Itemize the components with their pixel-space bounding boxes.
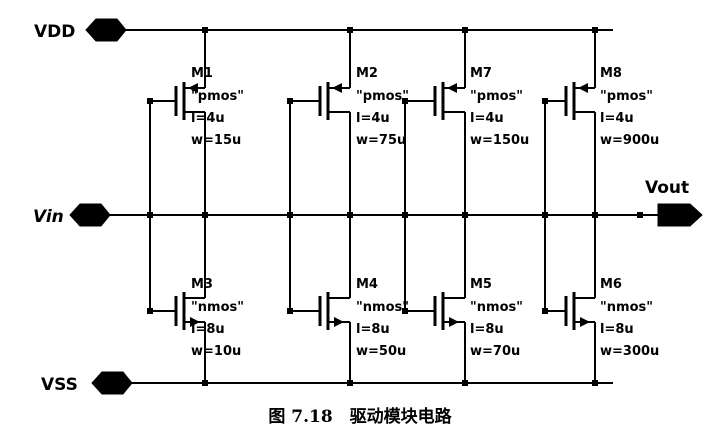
junction-dot: [202, 27, 208, 33]
junction-dot: [402, 98, 408, 104]
port-vss: VSS: [41, 371, 133, 395]
junction-dot: [202, 380, 208, 386]
junction-dot: [147, 212, 153, 218]
transistor-length: l=4u: [600, 111, 634, 126]
junction-dot: [542, 98, 548, 104]
transistor-m2: M2 "pmos" l=4u w=75u: [290, 30, 409, 215]
junction-dot: [592, 27, 598, 33]
transistor-length: l=4u: [191, 111, 225, 126]
port-vin: Vin: [33, 203, 111, 227]
vin-label: Vin: [33, 207, 64, 227]
transistor-name: M2: [356, 66, 378, 81]
nmos-arrow-icon: [580, 317, 590, 327]
transistor-width: w=50u: [356, 344, 406, 359]
transistor-width: w=75u: [356, 133, 406, 148]
junction-dot: [202, 212, 208, 218]
transistor-m7: M7 "pmos" l=4u w=150u: [405, 30, 529, 215]
junction-dot: [287, 308, 293, 314]
junction-dot: [462, 27, 468, 33]
junction-dot: [347, 380, 353, 386]
vout-label: Vout: [645, 178, 689, 198]
transistor-m6: M6 "nmos" l=8u w=300u: [545, 215, 659, 383]
transistor-width: w=900u: [600, 133, 659, 148]
junction-dot: [287, 212, 293, 218]
pmos-arrow-icon: [188, 83, 198, 93]
transistor-width: w=70u: [470, 344, 520, 359]
transistor-name: M5: [470, 277, 492, 292]
transistor-name: M8: [600, 66, 622, 81]
vin-port-icon: [69, 203, 111, 227]
vdd-label: VDD: [34, 22, 75, 42]
junction-dot: [347, 27, 353, 33]
transistor-m1: M1 "pmos" l=4u w=15u: [150, 30, 244, 215]
transistor-length: l=8u: [191, 322, 225, 337]
vss-port-icon: [91, 371, 133, 395]
junction-dot: [462, 380, 468, 386]
junction-dot: [402, 212, 408, 218]
figure-caption: 图 7.18 驱动模块电路: [268, 406, 452, 427]
transistor-name: M7: [470, 66, 492, 81]
gate-lines: [149, 101, 546, 311]
transistor-name: M3: [191, 277, 213, 292]
transistor-model: "nmos": [470, 300, 523, 315]
transistor-model: "nmos": [191, 300, 244, 315]
transistor-model: "pmos": [191, 89, 244, 104]
junction-dot: [462, 212, 468, 218]
transistor-length: l=4u: [470, 111, 504, 126]
transistor-model: "pmos": [356, 89, 409, 104]
vss-label: VSS: [41, 375, 78, 395]
transistor-width: w=300u: [600, 344, 659, 359]
junction-dot: [542, 308, 548, 314]
nmos-arrow-icon: [190, 317, 200, 327]
port-vdd: VDD: [34, 18, 127, 42]
transistor-model: "pmos": [600, 89, 653, 104]
junction-dot: [592, 212, 598, 218]
vdd-port-icon: [85, 18, 127, 42]
transistor-m8: M8 "pmos" l=4u w=900u: [545, 30, 659, 215]
pmos-arrow-icon: [578, 83, 588, 93]
transistor-length: l=8u: [356, 322, 390, 337]
transistor-name: M4: [356, 277, 378, 292]
junction-dots: [147, 27, 643, 386]
junction-dot: [147, 308, 153, 314]
pmos-arrow-icon: [447, 83, 457, 93]
transistor-model: "nmos": [356, 300, 409, 315]
transistor-length: l=4u: [356, 111, 390, 126]
junction-dot: [347, 212, 353, 218]
junction-dot: [402, 308, 408, 314]
transistor-name: M6: [600, 277, 622, 292]
nmos-arrow-icon: [449, 317, 459, 327]
nmos-arrow-icon: [334, 317, 344, 327]
transistor-model: "pmos": [470, 89, 523, 104]
junction-dot: [542, 212, 548, 218]
transistor-m5: M5 "nmos" l=8u w=70u: [405, 215, 523, 383]
transistor-m3: M3 "nmos" l=8u w=10u: [150, 215, 244, 383]
junction-dot: [592, 380, 598, 386]
transistor-length: l=8u: [600, 322, 634, 337]
vout-port-icon: [657, 203, 703, 227]
transistor-width: w=15u: [191, 133, 241, 148]
port-vout: Vout: [645, 178, 703, 227]
junction-dot: [147, 98, 153, 104]
transistor-length: l=8u: [470, 322, 504, 337]
transistor-width: w=10u: [191, 344, 241, 359]
transistor-name: M1: [191, 66, 213, 81]
transistor-model: "nmos": [600, 300, 653, 315]
transistor-width: w=150u: [470, 133, 529, 148]
transistor-m4: M4 "nmos" l=8u w=50u: [290, 215, 409, 383]
junction-dot: [287, 98, 293, 104]
pmos-arrow-icon: [332, 83, 342, 93]
junction-dot: [637, 212, 643, 218]
